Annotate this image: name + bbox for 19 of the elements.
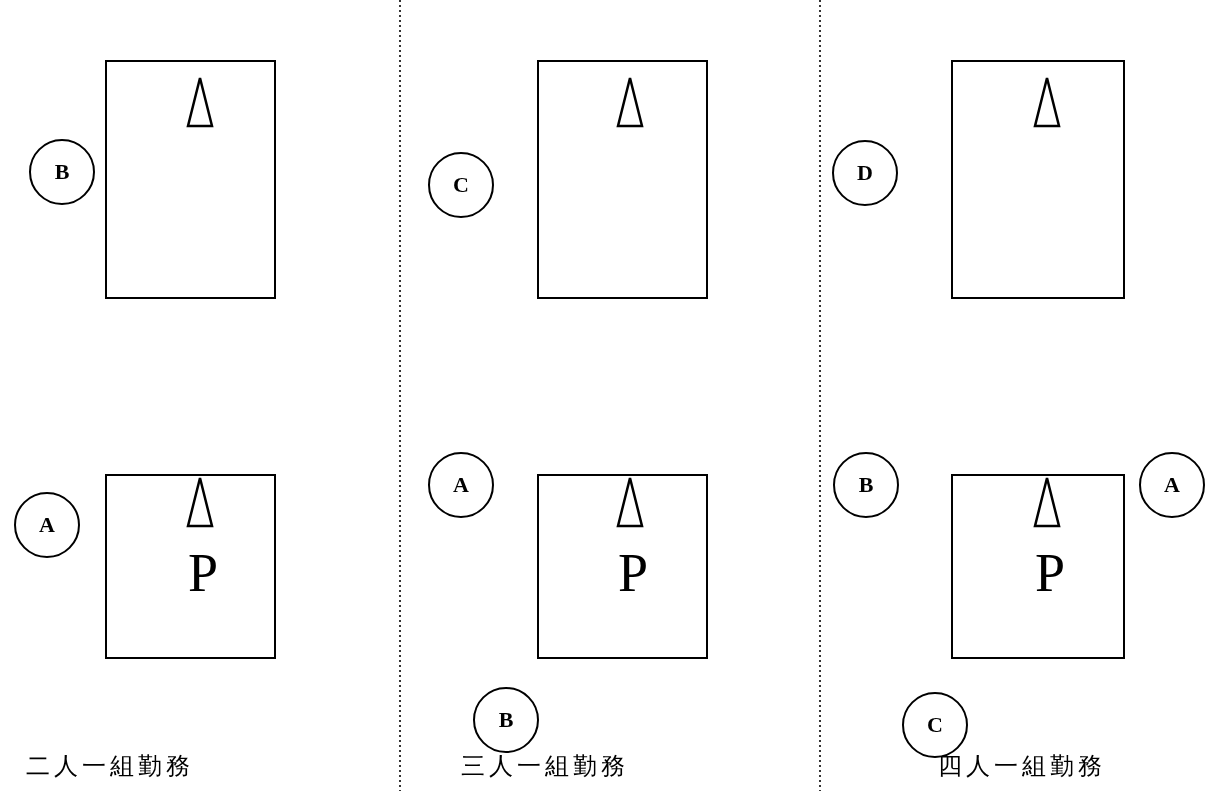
caption: 三人一組勤務 <box>461 751 629 782</box>
person-circle: D <box>832 140 898 206</box>
car-rectangle <box>951 60 1125 299</box>
car-rectangle <box>105 60 276 299</box>
car-rectangle <box>105 474 276 659</box>
car-rectangle <box>537 474 708 659</box>
box-letter: P <box>1035 546 1066 600</box>
box-letter: P <box>618 546 649 600</box>
person-circle: B <box>29 139 95 205</box>
caption: 二人一組勤務 <box>26 751 194 782</box>
person-circle: C <box>428 152 494 218</box>
person-circle: B <box>473 687 539 753</box>
person-circle: A <box>14 492 80 558</box>
person-circle: B <box>833 452 899 518</box>
person-circle: A <box>1139 452 1205 518</box>
car-rectangle <box>537 60 708 299</box>
car-rectangle <box>951 474 1125 659</box>
person-circle: A <box>428 452 494 518</box>
box-letter: P <box>188 546 219 600</box>
